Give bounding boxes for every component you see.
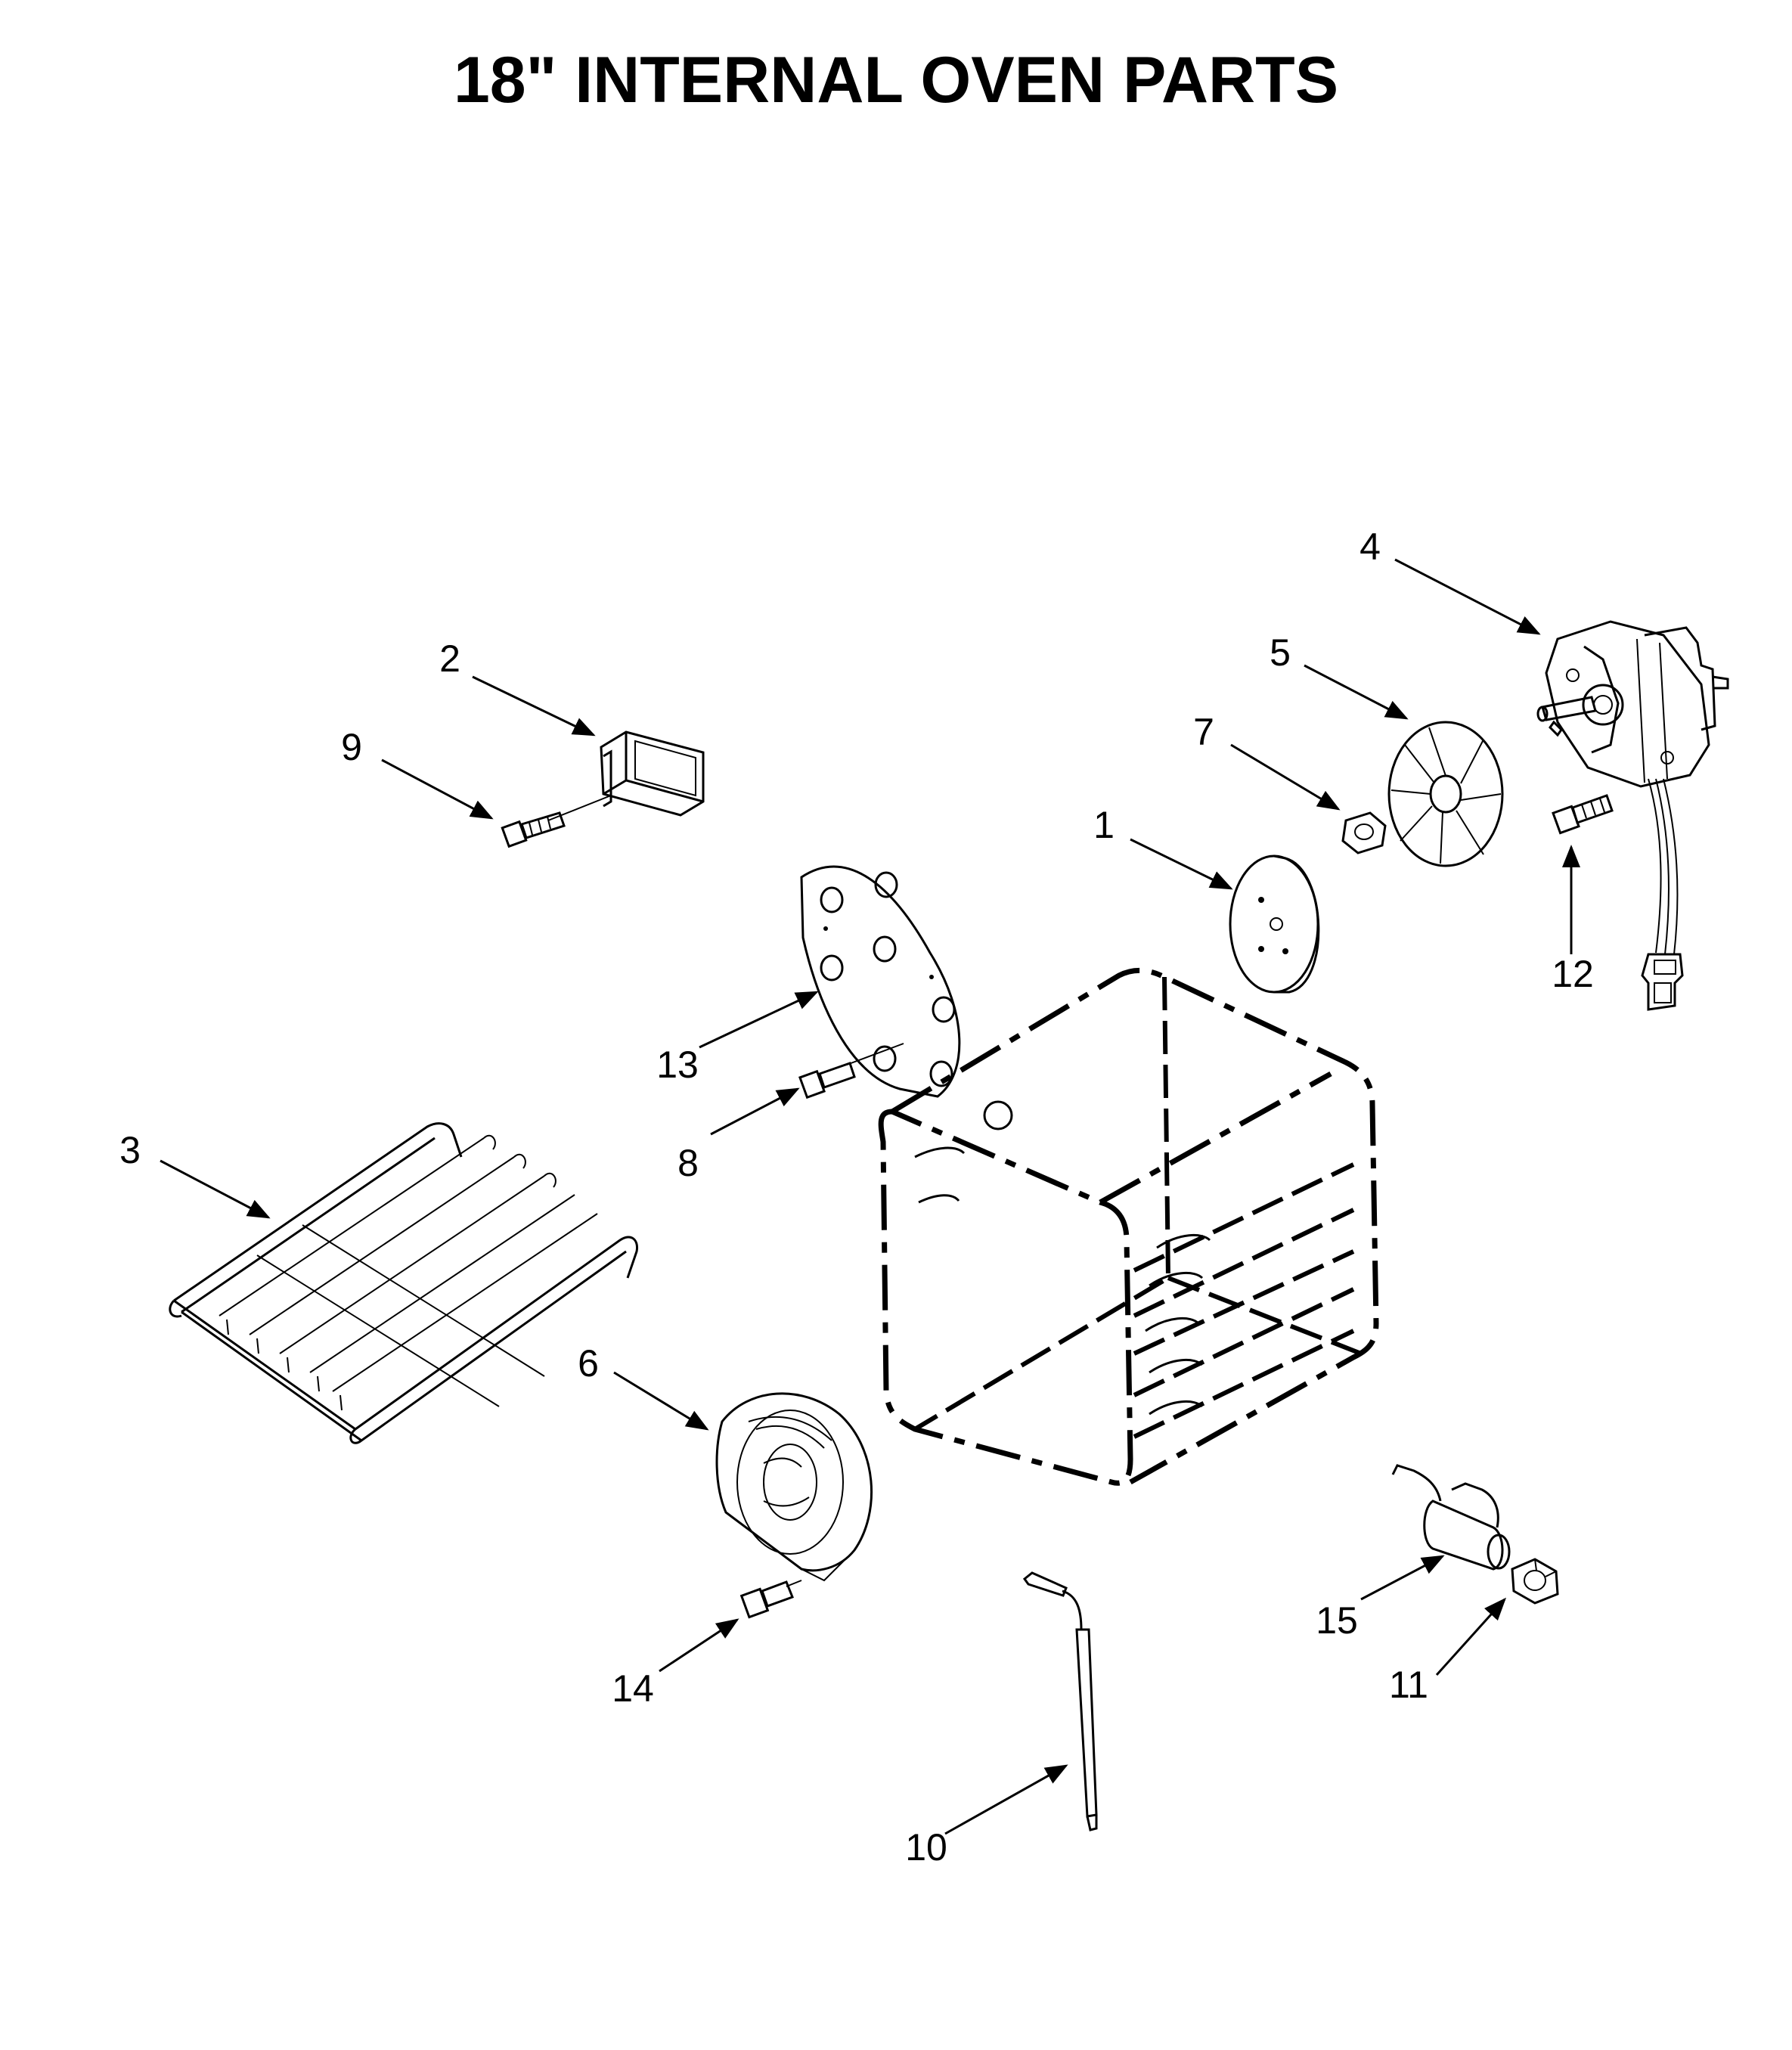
callout-11: 11 [1389, 1664, 1428, 1706]
part-14-screw[interactable] [739, 1580, 802, 1619]
part-2-bracket[interactable] [600, 730, 705, 817]
part-8-screw[interactable] [798, 1043, 904, 1099]
callout-15: 15 [1316, 1599, 1358, 1642]
part-10-temp-sensor[interactable] [1022, 1571, 1098, 1831]
part-5-fan-blade[interactable] [1387, 721, 1504, 867]
callout-12: 12 [1552, 953, 1594, 995]
oven-cavity [878, 967, 1379, 1486]
part-13-cover-plate[interactable] [800, 865, 961, 1098]
callout-8: 8 [677, 1142, 699, 1184]
part-11-nut[interactable] [1511, 1558, 1559, 1605]
diagram-title: 18" INTERNAL OVEN PARTS [454, 44, 1338, 116]
callout-14: 14 [612, 1667, 654, 1710]
part-9-screw[interactable] [501, 795, 612, 848]
callout-6: 6 [578, 1342, 599, 1385]
callout-13: 13 [656, 1044, 699, 1086]
callout-4: 4 [1360, 526, 1381, 568]
callout-10: 10 [905, 1826, 947, 1869]
callout-3: 3 [119, 1129, 141, 1171]
callout-5: 5 [1270, 631, 1291, 674]
part-4-fan-motor[interactable] [1536, 620, 1729, 1011]
callout-labels: 1 2 3 4 5 6 7 8 9 10 11 12 13 14 15 [119, 526, 1594, 1869]
callout-2: 2 [439, 637, 460, 680]
callout-leaders [160, 558, 1580, 1835]
part-7-nut[interactable] [1341, 811, 1387, 854]
part-15-capacitor[interactable] [1391, 1464, 1511, 1571]
callout-9: 9 [341, 726, 362, 768]
part-3-oven-rack[interactable] [169, 1122, 639, 1444]
part-12-screw[interactable] [1552, 794, 1614, 835]
callout-7: 7 [1193, 711, 1214, 753]
part-1-fan-plate[interactable] [1229, 854, 1320, 994]
callout-1: 1 [1093, 804, 1115, 846]
part-6-fan-cover[interactable] [715, 1392, 873, 1582]
